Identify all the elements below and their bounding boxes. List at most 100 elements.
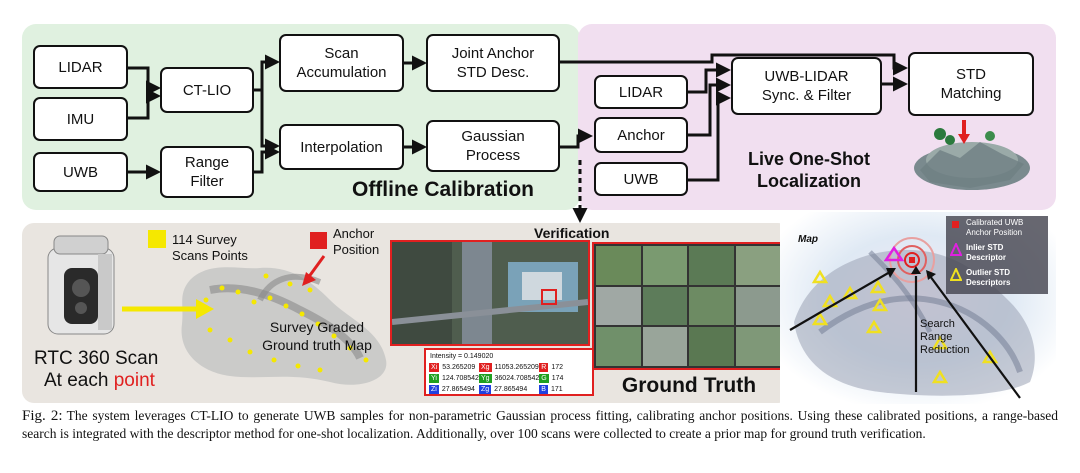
readout-value: 124.708542 xyxy=(441,375,479,382)
graded-map-label: Survey Graded Ground truth Map xyxy=(262,319,372,353)
arrow-ctlio-scan xyxy=(254,54,280,92)
rtc-point-highlight: point xyxy=(113,370,155,391)
offline-calibration-title: Offline Calibration xyxy=(351,178,534,201)
readout-tag: B xyxy=(539,385,548,394)
gt-photo xyxy=(735,246,780,285)
lidar-live-node: LIDAR xyxy=(594,75,688,109)
readout-value: 27.865494 xyxy=(441,386,475,393)
caption-text: The system leverages CT-LIO to generate … xyxy=(22,408,1058,441)
survey-point-swatch xyxy=(148,230,166,248)
arrow-gp-anchor xyxy=(560,128,593,149)
live-localization-title: Live One-Shot Localization xyxy=(747,149,870,191)
arrow-range-interp xyxy=(254,144,280,174)
readout-tag: Zi xyxy=(429,385,439,394)
legend-outlier-label: Outlier STD Descriptors xyxy=(966,268,1011,287)
gt-photo xyxy=(642,286,687,326)
scan-accumulation-node: Scan Accumulation xyxy=(279,34,404,92)
survey-points-label: 114 Survey Scans Points xyxy=(172,232,248,263)
legend-anchor-label: Calibrated UWB Anchor Position xyxy=(966,218,1024,237)
verification-label: Verification xyxy=(534,225,610,241)
readout-value: 27.865494 xyxy=(494,386,528,393)
anchor-position-label: Anchor Position xyxy=(333,226,380,257)
readout-value: 11053.265209 xyxy=(494,364,539,371)
arrow-joint-std xyxy=(560,53,908,76)
readout-tag: Xg xyxy=(478,363,492,372)
gt-photo xyxy=(735,286,780,326)
gaussian-process-node: Gaussian Process xyxy=(426,120,560,172)
std-matching-node: STD Matching xyxy=(908,52,1034,116)
map-legend xyxy=(946,216,1048,294)
lidar-node: LIDAR xyxy=(33,45,128,89)
arrow-lidar2-sync xyxy=(688,62,731,94)
readout-value: 53.265209 xyxy=(442,364,476,371)
caption-label: Fig. 2: xyxy=(22,408,63,424)
legend-outlier-triangle-icon xyxy=(950,268,962,281)
ground-truth-photo-grid xyxy=(592,242,784,370)
arrow-anchor-sync xyxy=(688,77,731,137)
arrow-uwb2-sync xyxy=(688,90,731,182)
survey-ground-truth-map xyxy=(181,267,387,385)
range-filter-node: Range Filter xyxy=(160,146,254,198)
rtc-scan-label: RTC 360 Scan xyxy=(34,348,159,369)
map-title: Map xyxy=(798,234,818,245)
readout-tag: Zg xyxy=(478,385,492,394)
anchor-pointer-arrow xyxy=(302,255,326,286)
readout-tag: Xi xyxy=(429,363,440,372)
rtc-point-label: At each point xyxy=(44,370,155,391)
gt-photo xyxy=(642,327,687,366)
readout-value: 174 xyxy=(551,375,564,382)
legend-inlier-label: Inlier STD Descriptor xyxy=(966,243,1007,262)
gt-photo xyxy=(596,246,641,285)
point-cloud-thumbnail xyxy=(914,120,1030,190)
gt-photo xyxy=(596,286,641,326)
figure-caption: Fig. 2:The system leverages CT-LIO to ge… xyxy=(22,407,1058,442)
anchor-node: Anchor xyxy=(594,117,688,153)
gt-photo xyxy=(689,327,734,366)
readout-tag: Yi xyxy=(429,374,439,383)
readout-tag: R xyxy=(539,363,549,372)
arrow-imu-ctlio xyxy=(128,88,161,120)
joint-anchor-std-node: Joint Anchor STD Desc. xyxy=(426,34,560,92)
aerial-photo-art xyxy=(392,242,588,344)
legend-inlier-triangle-icon xyxy=(950,243,962,256)
interpolation-node: Interpolation xyxy=(279,124,404,170)
anchor-position-swatch xyxy=(310,232,327,249)
readout-value: 36024.708542 xyxy=(494,375,540,382)
yellow-pointer-arrow xyxy=(122,299,214,319)
intensity-value: Intensity = 0.149020 xyxy=(430,353,494,360)
rtc-point-prefix: At each xyxy=(44,370,114,391)
uwb-node: UWB xyxy=(33,152,128,192)
readout-tag: G xyxy=(539,374,549,383)
ctlio-node: CT-LIO xyxy=(160,67,254,113)
ground-truth-title: Ground Truth xyxy=(621,374,757,397)
search-range-label: Search Range Reduction xyxy=(920,318,970,356)
uwb-live-node: UWB xyxy=(594,162,688,196)
readout-value: 172 xyxy=(551,364,564,371)
aerial-verification-photo xyxy=(390,240,590,346)
gt-photo xyxy=(689,246,734,285)
gt-photo xyxy=(596,327,641,366)
uwb-lidar-sync-node: UWB-LIDAR Sync. & Filter xyxy=(731,57,882,115)
legend-anchor-square-icon xyxy=(952,221,959,228)
arrow-lidar-ctlio xyxy=(128,66,161,96)
rtc360-scanner-icon xyxy=(47,235,115,335)
gt-photo xyxy=(642,246,687,285)
gt-photo xyxy=(689,286,734,326)
readout-tag: Yg xyxy=(478,374,492,383)
arrow-ctlio-interp xyxy=(260,90,280,154)
imu-node: IMU xyxy=(33,97,128,141)
readout-value: 171 xyxy=(550,386,563,393)
gt-photo xyxy=(735,327,780,366)
